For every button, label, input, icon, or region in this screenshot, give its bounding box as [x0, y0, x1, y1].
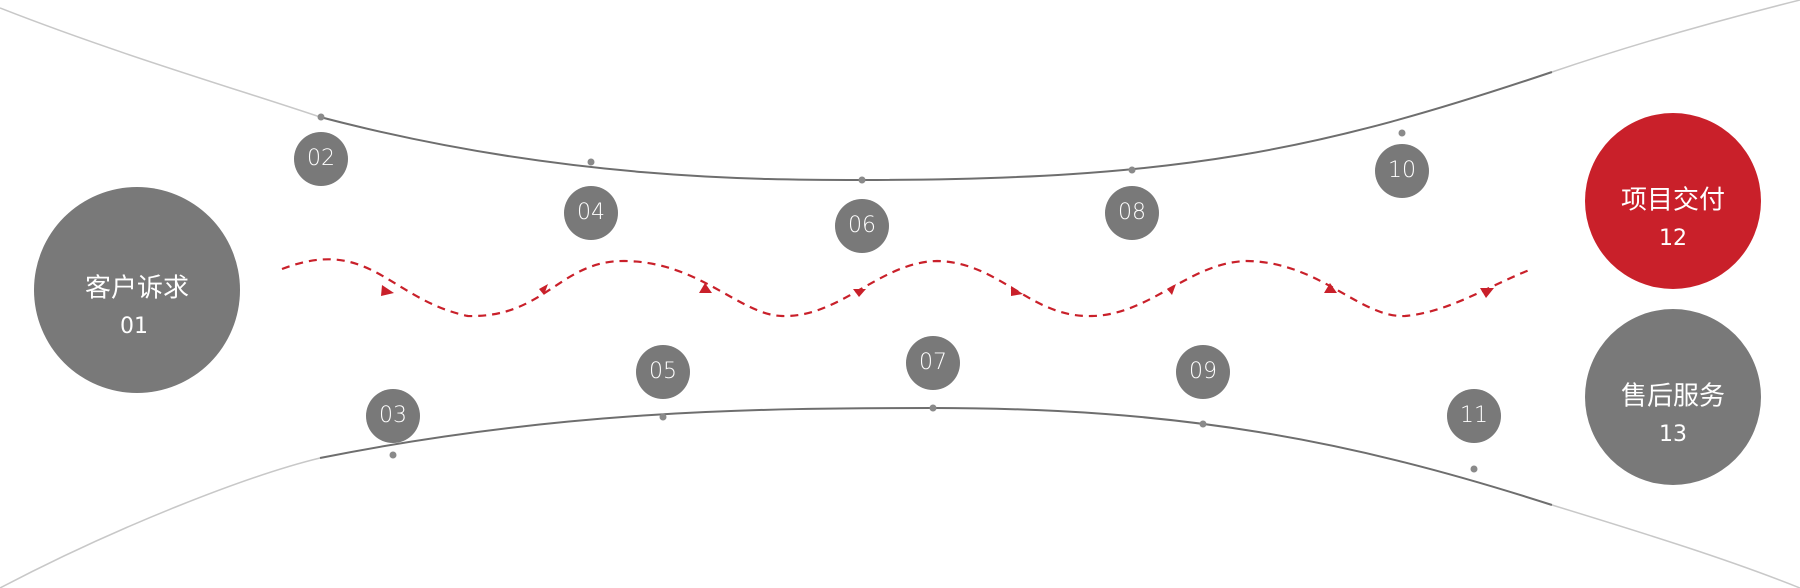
- step-node: 09: [1176, 345, 1230, 399]
- lower-arc-dot: [1470, 465, 1478, 473]
- step-node-circle: [564, 186, 618, 240]
- flow-arrow-icon: [539, 284, 548, 295]
- step-node-circle: [906, 336, 960, 390]
- flow-arrow-icon: [381, 285, 394, 296]
- step-node: 06: [835, 199, 889, 253]
- step-node-circle: [1176, 345, 1230, 399]
- step-node: 11: [1447, 389, 1501, 443]
- upper-arc-dot: [858, 176, 866, 184]
- upper-arc-dot: [1398, 129, 1406, 137]
- step-node: 03: [366, 389, 420, 443]
- lower-arc-fade-left: [0, 457, 321, 588]
- lower-arc-dot: [929, 404, 937, 412]
- start-node: 客户诉求 01: [34, 187, 240, 393]
- step-node-circle: [1375, 144, 1429, 198]
- step-node-circle: [1447, 389, 1501, 443]
- flow-arrow-icon: [699, 283, 712, 293]
- step-node: 10: [1375, 144, 1429, 198]
- upper-arc-dot: [587, 158, 595, 166]
- flow-arrow-icon: [1167, 284, 1176, 295]
- step-node-circle: [1105, 186, 1159, 240]
- step-node-label: 11: [1460, 403, 1488, 428]
- step-node-label: 04: [577, 200, 605, 225]
- step-node-label: 03: [379, 403, 407, 428]
- process-flow-wave: [281, 258, 1533, 318]
- step-node-label: 06: [848, 213, 876, 238]
- step-node: 04: [564, 186, 618, 240]
- flow-arrow-icon: [1480, 288, 1494, 298]
- end-node-title: 项目交付: [1621, 186, 1725, 216]
- step-node-circle: [294, 132, 348, 186]
- flow-arrow-icon: [853, 289, 866, 297]
- start-node-title: 客户诉求: [85, 274, 189, 304]
- upper-arc-dot: [1128, 166, 1136, 174]
- step-node-circle: [366, 389, 420, 443]
- step-node-label: 07: [919, 350, 947, 375]
- end-node-after-sales: 售后服务 13: [1585, 309, 1761, 485]
- end-node-number: 12: [1659, 226, 1687, 251]
- upper-arc-fade-right: [1551, 0, 1800, 73]
- end-node-title: 售后服务: [1621, 382, 1725, 412]
- start-node-number: 01: [120, 314, 148, 339]
- end-node-number: 13: [1659, 422, 1687, 447]
- lower-arc-fade-right: [1551, 504, 1800, 588]
- step-node-label: 02: [307, 146, 335, 171]
- step-node-label: 09: [1189, 359, 1217, 384]
- step-node: 02: [294, 132, 348, 186]
- step-node-circle: [835, 199, 889, 253]
- end-node-delivery: 项目交付 12: [1585, 113, 1761, 289]
- flow-arrow-icon: [1011, 286, 1023, 296]
- step-node-label: 08: [1118, 200, 1146, 225]
- step-node-label: 10: [1388, 158, 1416, 183]
- step-node: 05: [636, 345, 690, 399]
- lower-arc-dot: [659, 413, 667, 421]
- lower-arc: [319, 406, 1553, 506]
- flow-arrow-icon: [1324, 283, 1337, 293]
- upper-arc-fade-left: [0, 7, 321, 118]
- end-node-circle: [1585, 309, 1761, 485]
- step-node-label: 05: [649, 359, 677, 384]
- step-node-circle: [636, 345, 690, 399]
- step-node: 08: [1105, 186, 1159, 240]
- end-node-circle: [1585, 113, 1761, 289]
- upper-arc-dot: [317, 113, 325, 121]
- step-node: 07: [906, 336, 960, 390]
- lower-arc-dot: [389, 451, 397, 459]
- lower-arc-dot: [1199, 420, 1207, 428]
- start-node-circle: [34, 187, 240, 393]
- upper-arc: [319, 71, 1553, 182]
